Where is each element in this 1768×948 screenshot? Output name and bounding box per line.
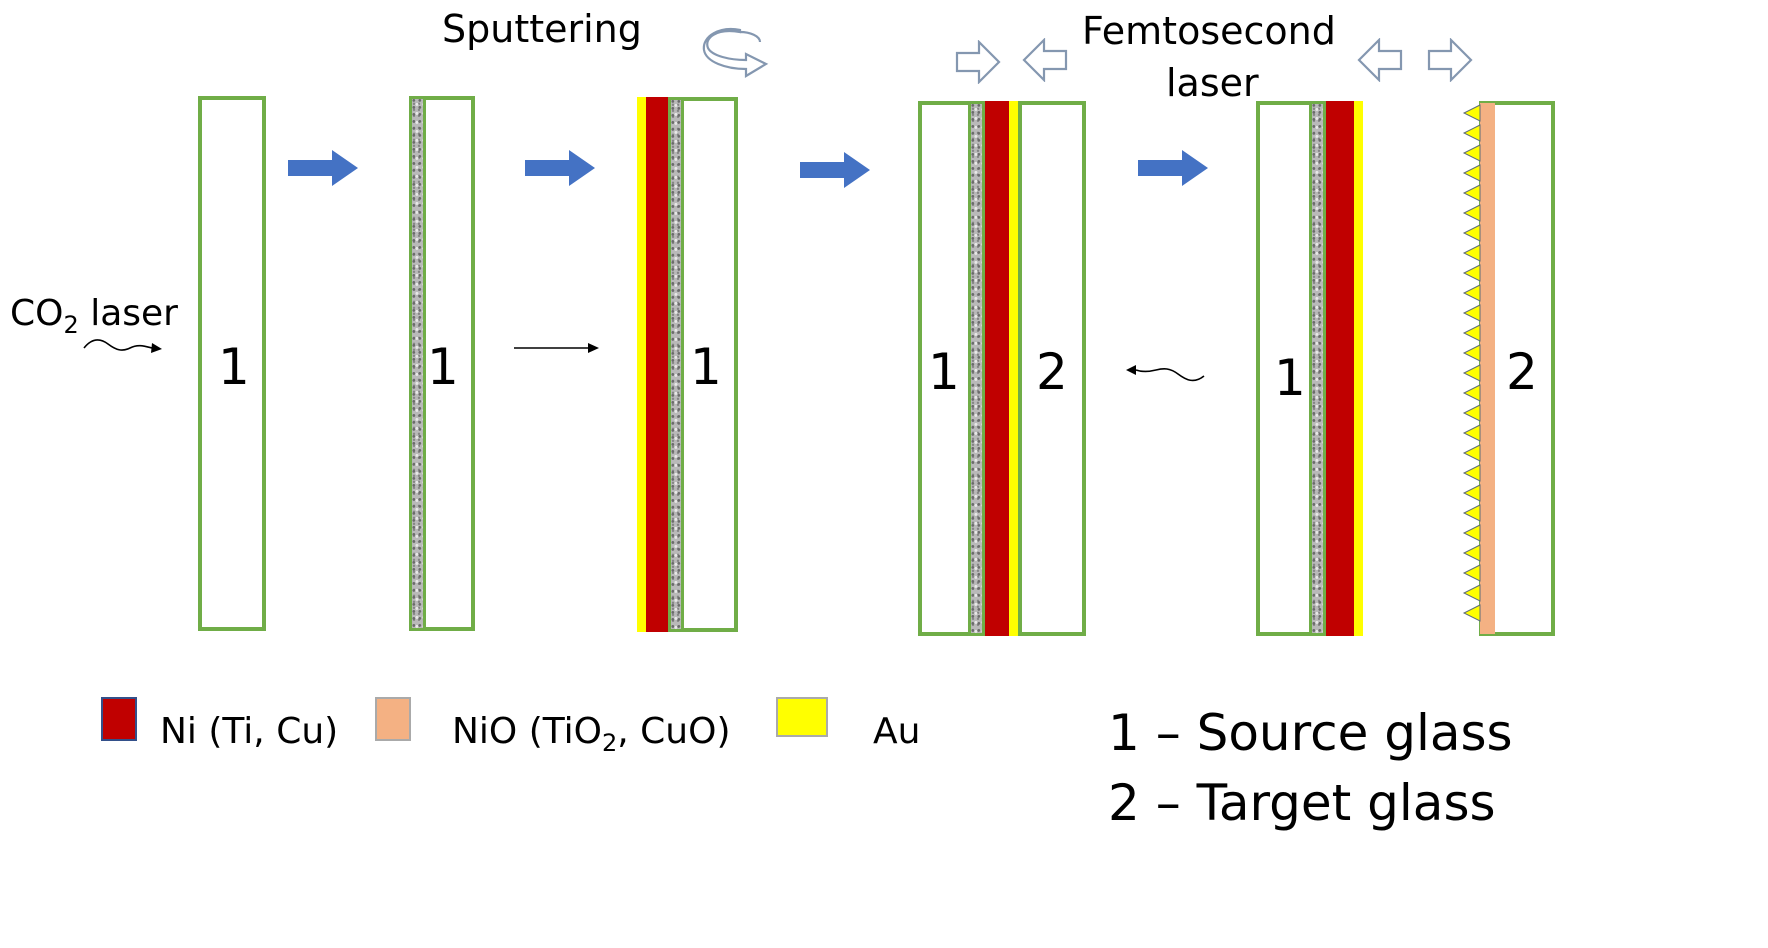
- au-nanotriangle: [1462, 344, 1481, 362]
- stage5-au-layer: [1354, 101, 1363, 636]
- au-nanotriangle: [1462, 424, 1481, 442]
- rotation-arrow-icon: [702, 28, 769, 78]
- stage5-porous-layer: [1309, 101, 1326, 636]
- au-nanotriangle: [1462, 144, 1481, 162]
- au-nanotriangle: [1462, 164, 1481, 182]
- laser-label: laser: [1166, 61, 1259, 105]
- legend-nio-prefix: NiO (TiO: [452, 711, 602, 752]
- outline-arrow-left-2: [1357, 38, 1403, 82]
- process-arrow-4: [1138, 150, 1208, 186]
- au-nanotriangle: [1462, 104, 1481, 122]
- stage5-source-number: 1: [1274, 349, 1306, 407]
- stage4-source-number: 1: [928, 343, 960, 401]
- legend-au-swatch: [776, 697, 828, 737]
- stage4-target-glass: [1018, 101, 1086, 636]
- au-nanotriangle: [1462, 604, 1481, 622]
- stage1-glass-number: 1: [218, 338, 250, 396]
- process-arrow-3: [800, 152, 870, 188]
- stage4-au-layer: [1009, 101, 1018, 636]
- co2-wavy-arrow: [83, 339, 162, 353]
- legend-nio-suffix: , CuO): [617, 711, 731, 752]
- au-nanotriangle: [1462, 324, 1481, 342]
- au-nanotriangle: [1462, 544, 1481, 562]
- stage1-source-glass: [198, 96, 266, 631]
- au-nanotriangle: [1462, 124, 1481, 142]
- au-nanotriangle: [1462, 404, 1481, 422]
- legend-nio-subscript: 2: [601, 729, 618, 758]
- outline-arrow-right-2: [1427, 38, 1473, 82]
- stage3-glass-number: 1: [690, 338, 722, 396]
- reverse-wavy-arrow: [1126, 365, 1205, 382]
- au-nanotriangle: [1462, 384, 1481, 402]
- legend-ni-swatch: [101, 697, 137, 741]
- au-nanotriangle: [1462, 304, 1481, 322]
- femtosecond-label: Femtosecond: [1082, 9, 1336, 53]
- legend-au-label: Au: [873, 711, 921, 752]
- co2-suffix: laser: [78, 293, 178, 334]
- stage4-target-number: 2: [1036, 343, 1068, 401]
- definition-target-glass: 2 – Target glass: [1108, 774, 1496, 832]
- stage2-glass-number: 1: [427, 338, 459, 396]
- au-nanotriangle: [1462, 584, 1481, 602]
- stage5-au-nanotriangles: [1462, 104, 1481, 622]
- legend-nio-label: NiO (TiO2, CuO): [452, 711, 731, 758]
- stage3-au-layer: [637, 97, 647, 632]
- stage3-porous-layer: [668, 97, 684, 632]
- outline-arrow-right-1: [955, 40, 1001, 84]
- au-nanotriangle: [1462, 224, 1481, 242]
- au-nanotriangle: [1462, 504, 1481, 522]
- process-arrow-1: [288, 150, 358, 186]
- process-arrow-2: [525, 150, 595, 186]
- au-nanotriangle: [1462, 364, 1481, 382]
- au-nanotriangle: [1462, 264, 1481, 282]
- stage5-nio-layer: [1480, 103, 1495, 634]
- au-nanotriangle: [1462, 464, 1481, 482]
- au-nanotriangle: [1462, 204, 1481, 222]
- outline-arrow-left-1: [1022, 38, 1068, 82]
- au-nanotriangle: [1462, 184, 1481, 202]
- stage5-target-number: 2: [1506, 343, 1538, 401]
- stage4-ni-layer: [985, 101, 1009, 636]
- co2-prefix: CO: [10, 293, 64, 334]
- definition-source-glass: 1 – Source glass: [1108, 704, 1513, 762]
- au-nanotriangle: [1462, 444, 1481, 462]
- au-nanotriangle: [1462, 284, 1481, 302]
- legend-nio-swatch: [375, 697, 411, 741]
- stage3-ni-layer: [646, 97, 668, 632]
- stage5-ni-layer: [1326, 101, 1354, 636]
- thin-arrow: [514, 343, 599, 353]
- au-nanotriangle: [1462, 524, 1481, 542]
- legend-ni-label: Ni (Ti, Cu): [160, 711, 339, 752]
- au-nanotriangle: [1462, 564, 1481, 582]
- stage4-porous-layer: [968, 101, 985, 636]
- au-nanotriangle: [1462, 244, 1481, 262]
- stage2-porous-layer: [409, 96, 426, 631]
- co2-subscript: 2: [63, 311, 79, 340]
- co2-laser-label: CO2 laser: [10, 293, 178, 340]
- sputtering-label: Sputtering: [442, 7, 642, 51]
- au-nanotriangle: [1462, 484, 1481, 502]
